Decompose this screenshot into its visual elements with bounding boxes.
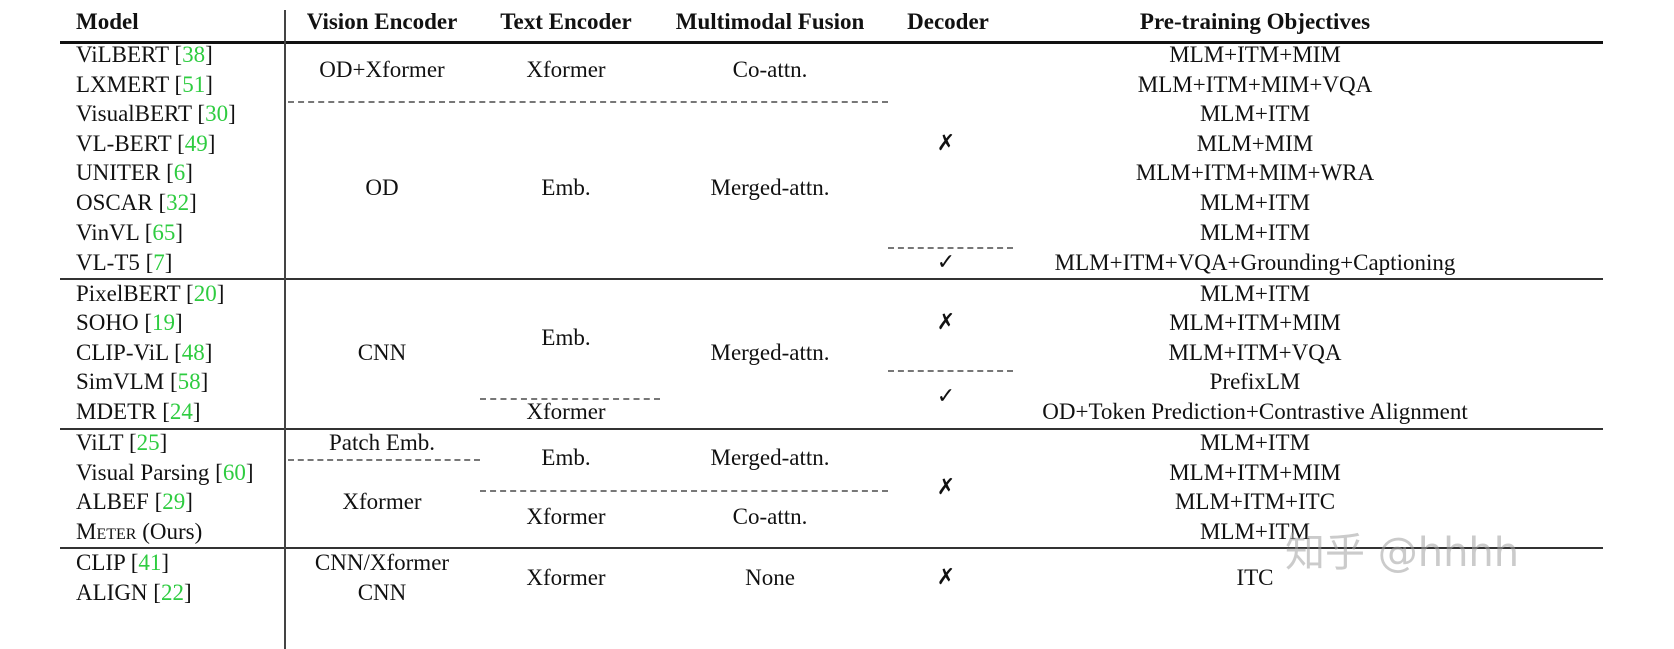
model-vl-bert: VL-BERT [49] — [76, 131, 216, 156]
g1-fusion: Co-attn. — [732, 57, 808, 82]
objective-mdetr: OD+Token Prediction+Contrastive Alignmen… — [1042, 399, 1468, 424]
g5-vision-encoder-align: CNN — [357, 580, 407, 605]
dashed-rule-text-fusion-g4 — [480, 490, 888, 492]
header-text-encoder: Text Encoder — [500, 9, 632, 34]
objective-uniter: MLM+ITM+MIM+WRA — [1135, 160, 1375, 185]
model-vilt: ViLT [25] — [76, 430, 168, 455]
g3-vision-encoder: CNN — [357, 340, 407, 365]
model-mdetr: MDETR [24] — [76, 399, 201, 424]
model-uniter: UNITER [6] — [76, 160, 193, 185]
g2-vision-encoder: OD — [365, 175, 399, 200]
objective-vl-bert: MLM+MIM — [1196, 131, 1314, 156]
g4-text-encoder-emb: Emb. — [541, 445, 591, 470]
g4-vision-encoder-patch: Patch Emb. — [328, 430, 436, 455]
model-lxmert: LXMERT [51] — [76, 72, 213, 97]
group-rule-2 — [60, 428, 1603, 430]
objective-pixelbert: MLM+ITM — [1199, 281, 1311, 306]
decoder-no-g4-icon: ✗ — [936, 475, 956, 500]
decoder-yes-g3-icon: ✓ — [936, 384, 956, 409]
dashed-rule-vision-vilt — [288, 459, 480, 461]
decoder-yes-vlt5-icon: ✓ — [936, 250, 956, 275]
header-vision-encoder: Vision Encoder — [306, 9, 458, 34]
decoder-no-g5-icon: ✗ — [936, 565, 956, 590]
g4-text-encoder-xformer: Xformer — [526, 504, 606, 529]
g3-text-encoder-emb: Emb. — [541, 325, 591, 350]
objective-vinvl: MLM+ITM — [1199, 220, 1311, 245]
model-column-divider — [284, 10, 286, 649]
g4-fusion-merged: Merged-attn. — [710, 445, 830, 470]
decoder-no-g1g2-icon: ✗ — [936, 131, 956, 156]
group-rule-1 — [60, 278, 1603, 280]
dashed-rule-decoder-simvlm — [888, 370, 1013, 372]
g1-text-encoder: Xformer — [526, 57, 606, 82]
model-soho: SOHO [19] — [76, 310, 183, 335]
model-clip-vil: CLIP-ViL [48] — [76, 340, 213, 365]
model-vl-t5: VL-T5 [7] — [76, 250, 173, 275]
g4-fusion-coattn: Co-attn. — [732, 504, 808, 529]
objective-visual-parsing: MLM+ITM+MIM — [1169, 460, 1341, 485]
decoder-no-g3-icon: ✗ — [936, 310, 956, 335]
objective-visualbert: MLM+ITM — [1199, 101, 1311, 126]
model-clip: CLIP [41] — [76, 550, 170, 575]
g2-text-encoder: Emb. — [541, 175, 591, 200]
g5-text-encoder: Xformer — [526, 565, 606, 590]
header-top-rule — [60, 41, 1603, 44]
g3-fusion: Merged-attn. — [710, 340, 830, 365]
dashed-rule-text-mdetr — [480, 398, 660, 400]
objective-vilbert: MLM+ITM+MIM — [1169, 42, 1341, 67]
g3-text-encoder-xformer: Xformer — [526, 399, 606, 424]
objective-lxmert: MLM+ITM+MIM+VQA — [1137, 72, 1373, 97]
model-meter: Meter (Ours) — [76, 519, 203, 544]
objective-vl-t5: MLM+ITM+VQA+Grounding+Captioning — [1054, 250, 1456, 275]
objective-meter: MLM+ITM — [1199, 519, 1311, 544]
model-align: ALIGN [22] — [76, 580, 192, 605]
objective-albef: MLM+ITM+ITC — [1174, 489, 1336, 514]
model-visual-parsing: Visual Parsing [60] — [76, 460, 254, 485]
header-decoder: Decoder — [907, 9, 989, 34]
group-rule-3 — [60, 547, 1603, 549]
g5-fusion: None — [745, 565, 795, 590]
dashed-rule-g1 — [288, 101, 888, 103]
objective-oscar: MLM+ITM — [1199, 190, 1311, 215]
g2-fusion: Merged-attn. — [710, 175, 830, 200]
dashed-rule-decoder-vlt5 — [888, 247, 1013, 249]
objective-soho: MLM+ITM+MIM — [1169, 310, 1341, 335]
header-multimodal-fusion: Multimodal Fusion — [675, 9, 865, 34]
model-simvlm: SimVLM [58] — [76, 369, 209, 394]
model-vilbert: ViLBERT [38] — [76, 42, 213, 67]
objective-simvlm: PrefixLM — [1209, 369, 1301, 394]
model-albef: ALBEF [29] — [76, 489, 193, 514]
model-oscar: OSCAR [32] — [76, 190, 197, 215]
objective-clip-vil: MLM+ITM+VQA — [1168, 340, 1342, 365]
objective-vilt: MLM+ITM — [1199, 430, 1311, 455]
watermark: 知乎 @hhhh — [1285, 530, 1520, 576]
g4-vision-encoder-xformer: Xformer — [342, 489, 422, 514]
header-objectives: Pre-training Objectives — [1139, 9, 1371, 34]
header-model: Model — [76, 9, 139, 34]
g5-vision-encoder-clip: CNN/Xformer — [314, 550, 450, 575]
objective-clip-align: ITC — [1236, 565, 1274, 590]
g1-vision-encoder: OD+Xformer — [319, 57, 445, 82]
model-visualbert: VisualBERT [30] — [76, 101, 236, 126]
model-vinvl: VinVL [65] — [76, 220, 184, 245]
model-pixelbert: PixelBERT [20] — [76, 281, 225, 306]
